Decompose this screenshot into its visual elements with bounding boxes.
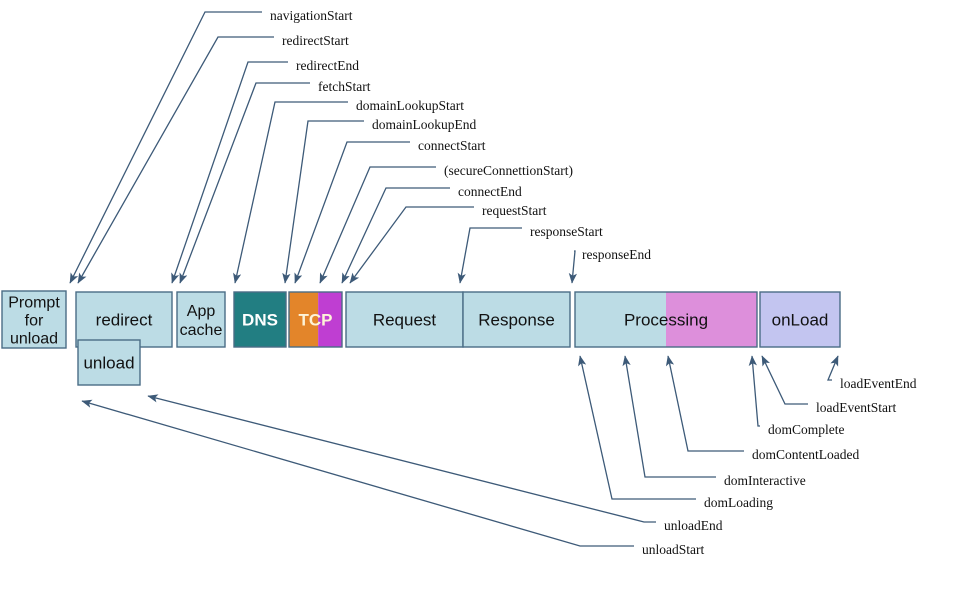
phase-label-request: Request — [373, 311, 437, 330]
connector-redirectStart — [77, 36, 274, 284]
marker-label-connectStart: connectStart — [418, 138, 486, 153]
phase-box-processing: Processing — [574, 291, 758, 348]
phase-label-unload: unload — [83, 354, 134, 373]
marker-label-domInteractive: domInteractive — [724, 473, 806, 488]
top-marker-labels: navigationStart redirectStart redirectEnd f… — [270, 8, 651, 262]
phase-fill — [176, 291, 226, 348]
connector-responseEnd — [568, 250, 578, 284]
phase-label-prompt-for-unload: unload — [10, 331, 58, 348]
phase-box-request: Request — [345, 291, 464, 348]
connector-domComplete — [748, 355, 760, 427]
connector-responseStart — [457, 227, 522, 284]
phase-label-app-cache: cache — [180, 322, 223, 339]
phase-outline — [574, 291, 758, 348]
phase-label-prompt-for-unload: Prompt — [8, 295, 60, 312]
phase-fill-left — [289, 292, 319, 347]
marker-label-domainLookupEnd: domainLookupEnd — [372, 117, 476, 132]
phase-label-app-cache: App — [187, 303, 216, 320]
phase-fill-left — [575, 292, 666, 347]
phase-fill — [1, 290, 67, 349]
connector-connectEnd — [341, 187, 450, 284]
connector-domainLookupStart — [233, 101, 348, 284]
connector-requestStart — [349, 206, 474, 284]
phase-boxes: PromptforunloadredirectunloadAppcacheDNS… — [1, 290, 841, 386]
phase-box-dns: DNS — [233, 291, 287, 348]
phase-fill-right — [318, 292, 342, 347]
connector-loadEventStart — [761, 355, 808, 405]
phase-box-onload: onLoad — [759, 291, 841, 348]
connector-loadEventEnd — [827, 355, 839, 381]
marker-label-redirectEnd: redirectEnd — [296, 58, 359, 73]
marker-label-domComplete: domComplete — [768, 422, 845, 437]
connector-secureConnettionStart — [319, 166, 436, 284]
marker-label-unloadStart: unloadStart — [642, 542, 704, 557]
marker-label-domainLookupStart: domainLookupStart — [356, 98, 464, 113]
phase-label-prompt-for-unload: for — [25, 313, 44, 330]
marker-label-secureConnettionStart: (secureConnettionStart) — [444, 163, 573, 178]
marker-label-responseStart: responseStart — [530, 224, 603, 239]
phase-box-response: Response — [462, 291, 571, 348]
phase-box-unload: unload — [77, 339, 141, 386]
phase-label-onload: onLoad — [772, 311, 829, 330]
phase-outline — [288, 291, 343, 348]
marker-label-domLoading: domLoading — [704, 495, 773, 510]
marker-label-navigationStart: navigationStart — [270, 8, 353, 23]
phase-fill — [462, 291, 571, 348]
marker-label-loadEventEnd: loadEventEnd — [840, 376, 917, 391]
connector-unloadEnd — [147, 394, 656, 523]
phase-label-response: Response — [478, 311, 555, 330]
connector-unloadStart — [81, 399, 634, 547]
phase-label-processing: Processing — [624, 311, 708, 330]
connector-redirectEnd — [171, 61, 288, 284]
connector-connectStart — [294, 141, 410, 284]
marker-label-connectEnd: connectEnd — [458, 184, 522, 199]
bottom-connector-lines — [81, 355, 839, 547]
bottom-marker-labels: loadEventEnd loadEventStart domComplete dom… — [642, 376, 917, 557]
marker-label-loadEventStart: loadEventStart — [816, 400, 896, 415]
marker-label-domContentLoaded: domContentLoaded — [752, 447, 859, 462]
marker-label-redirectStart: redirectStart — [282, 33, 349, 48]
marker-label-responseEnd: responseEnd — [582, 247, 651, 262]
phase-fill — [77, 339, 141, 386]
connector-domContentLoaded — [665, 355, 744, 452]
phase-box-tcp: TCP — [288, 291, 343, 348]
phase-label-dns: DNS — [242, 311, 278, 330]
connector-domInteractive — [622, 355, 716, 478]
marker-label-unloadEnd: unloadEnd — [664, 518, 723, 533]
phase-fill — [759, 291, 841, 348]
connector-navigationStart — [69, 11, 262, 284]
connector-domainLookupEnd — [282, 120, 364, 284]
phase-box-redirect: redirect — [75, 291, 173, 348]
marker-label-fetchStart: fetchStart — [318, 79, 371, 94]
phase-fill-right — [666, 292, 757, 347]
connector-fetchStart — [179, 82, 310, 284]
phase-label-redirect: redirect — [96, 311, 153, 330]
phase-fill — [345, 291, 464, 348]
top-connector-lines — [69, 11, 578, 284]
connector-domLoading — [578, 355, 696, 500]
phase-fill — [233, 291, 287, 348]
marker-label-requestStart: requestStart — [482, 203, 547, 218]
phase-box-app-cache: App cache — [176, 291, 226, 348]
phase-label-tcp: TCP — [299, 311, 333, 330]
